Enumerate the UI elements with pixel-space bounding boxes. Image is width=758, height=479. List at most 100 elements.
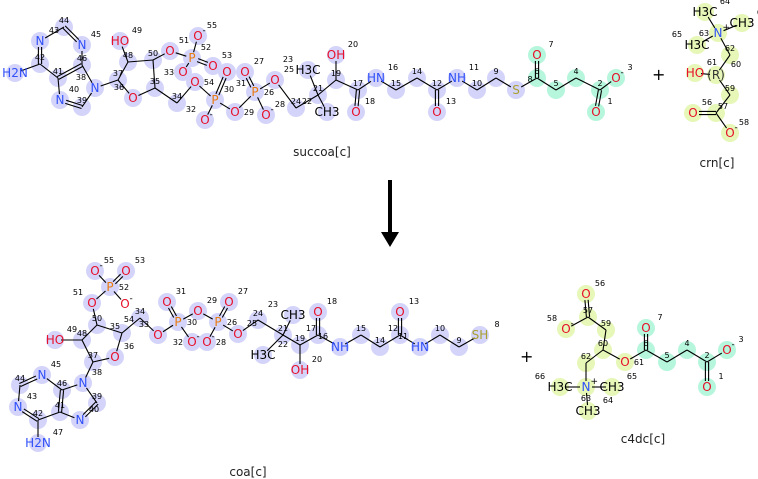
atom-succoa-37: 37 xyxy=(113,69,123,78)
atom-highlight xyxy=(73,36,91,54)
atom-highlight xyxy=(299,61,317,79)
atom-succoa-1: O1 xyxy=(591,97,612,119)
atom-label: HO xyxy=(686,66,704,80)
atom-number: 5 xyxy=(664,351,669,360)
bond xyxy=(92,357,110,363)
atom-crn-63: N+63 xyxy=(699,23,730,40)
bond xyxy=(65,102,82,110)
bond xyxy=(555,77,577,91)
atom-succoa-2: 2 xyxy=(597,79,602,88)
atom-highlight xyxy=(557,320,575,338)
atom-label: O xyxy=(165,44,174,58)
atom-label: N xyxy=(79,376,88,390)
atom-succoa-33: O33 xyxy=(164,65,188,79)
bond xyxy=(439,334,460,348)
bond xyxy=(461,80,478,91)
atom-coa-25: O25 xyxy=(233,319,257,341)
atom-number: 55 xyxy=(207,21,217,30)
atom-highlight xyxy=(33,366,51,384)
atom-label: SH xyxy=(472,328,489,342)
atom-succoa-12: 12 xyxy=(432,79,442,88)
atom-label: O xyxy=(351,105,360,119)
atom-succoa-39: 39 xyxy=(77,96,87,105)
atom-highlight xyxy=(291,361,309,379)
atom-c4dc-1: O1 xyxy=(702,372,723,394)
atom-label: NH xyxy=(331,340,349,354)
bond xyxy=(701,35,714,43)
atom-number: 23 xyxy=(268,300,278,309)
atom-highlight xyxy=(71,411,89,429)
bond xyxy=(602,349,620,360)
atom-succoa-31: O31 xyxy=(222,65,246,88)
plus-sign-products: + xyxy=(520,347,533,366)
atom-number: 10 xyxy=(435,324,445,333)
atom-label: O xyxy=(620,355,629,369)
atom-highlight xyxy=(318,103,336,121)
atom-succoa-17: 17 xyxy=(353,79,363,88)
atom-number: 22 xyxy=(278,340,288,349)
atom-highlight xyxy=(257,106,275,124)
bond xyxy=(718,54,731,71)
atom-number: 36 xyxy=(124,342,134,351)
atom-number: 47 xyxy=(53,428,63,437)
atom-succoa-32: O-32 xyxy=(186,105,213,127)
atom-label: O xyxy=(240,65,249,79)
atom-highlight xyxy=(198,333,216,351)
bond xyxy=(62,27,78,43)
atom-highlight xyxy=(327,46,345,64)
bond xyxy=(85,361,94,378)
atom-number: 62 xyxy=(725,44,735,53)
atom-charge: - xyxy=(197,332,200,342)
atom-charge: - xyxy=(271,105,274,115)
atom-charge: - xyxy=(210,110,213,120)
atom-number: 40 xyxy=(89,405,99,414)
bond xyxy=(536,77,557,91)
atom-number: 40 xyxy=(69,85,79,94)
atom-highlight xyxy=(183,333,201,351)
bond xyxy=(207,105,213,115)
atom-number: 53 xyxy=(222,51,232,60)
atom-number: 27 xyxy=(254,57,264,66)
atom-number: 58 xyxy=(739,118,749,127)
atom-label: O xyxy=(202,335,211,349)
bond xyxy=(309,75,319,96)
atom-number: 16 xyxy=(388,63,398,72)
bond xyxy=(399,334,416,345)
atom-label: O xyxy=(395,305,404,319)
atom-number: 48 xyxy=(77,329,87,338)
atom-coa-17: 17 xyxy=(306,324,316,333)
atom-label: O xyxy=(193,29,202,43)
atom-number: 60 xyxy=(731,60,741,69)
bond xyxy=(602,329,607,351)
atom-succoa-43: N43 xyxy=(36,26,60,48)
atom-coa-21: 21 xyxy=(278,324,288,333)
atom-label: O xyxy=(270,73,279,87)
bond xyxy=(127,59,154,63)
atom-coa-10: 10 xyxy=(435,324,445,333)
atom-label: O xyxy=(87,296,96,310)
atom-number: 1 xyxy=(718,372,723,381)
bond xyxy=(357,90,361,107)
atom-number: 35 xyxy=(110,322,120,331)
atom-coa-8: SH8 xyxy=(472,320,500,342)
atom-coa-41: 41 xyxy=(55,401,65,410)
atom-number: 30 xyxy=(224,85,234,94)
bond xyxy=(218,77,227,96)
atom-number: 28 xyxy=(275,100,285,109)
atom-number: 63 xyxy=(581,394,591,403)
atom-label: O xyxy=(110,350,119,364)
bond xyxy=(202,313,214,320)
atom-coa-46: 46 xyxy=(57,379,67,388)
atom-highlight xyxy=(587,103,605,121)
atom-coa-43: N43 xyxy=(14,392,38,414)
bond xyxy=(317,334,335,345)
bond xyxy=(85,387,98,404)
atom-number: 33 xyxy=(139,320,149,329)
bond xyxy=(257,97,264,110)
bond xyxy=(598,90,603,107)
atom-label: S xyxy=(512,83,520,97)
